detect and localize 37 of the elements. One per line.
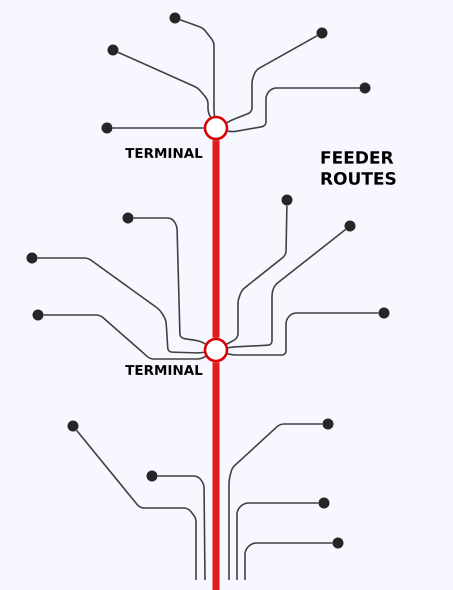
- feeder-line: [226, 206, 288, 345]
- feeder-line: [118, 52, 212, 118]
- stop-dot: [282, 194, 292, 206]
- terminal-label: TERMINAL: [125, 365, 202, 375]
- feeder-line: [226, 35, 318, 124]
- feeder-line: [134, 217, 206, 345]
- feeder-line: [44, 314, 206, 360]
- feeder-line: [244, 542, 332, 580]
- feeder-line: [227, 87, 360, 132]
- feeder-line: [76, 430, 197, 580]
- feeder-line: [180, 19, 216, 117]
- feeder-line: [158, 475, 206, 580]
- route-line: [212, 140, 220, 338]
- stop-dot: [102, 122, 112, 134]
- stop-dot: [146, 470, 158, 482]
- feeder-line: [112, 127, 204, 129]
- stop-dot: [68, 420, 78, 432]
- stop-dot: [378, 308, 390, 318]
- stop-dot: [26, 252, 38, 264]
- feeder-line: [227, 312, 378, 356]
- stop-dot: [332, 538, 344, 548]
- stop-dot: [318, 498, 330, 508]
- stop-dot: [360, 82, 370, 94]
- stop-dot: [32, 310, 44, 320]
- terminal-label: TERMINAL: [125, 148, 202, 158]
- feeder-line: [227, 228, 346, 349]
- stop-dot: [122, 212, 134, 224]
- feeder-line: [228, 423, 322, 580]
- route-line: [212, 362, 220, 590]
- stop-dot: [170, 12, 180, 24]
- feeder-line: [236, 502, 318, 580]
- feeder-line: [38, 257, 205, 354]
- stop-dot: [344, 220, 356, 232]
- stop-dot: [108, 44, 118, 56]
- heading: FEEDER ROUTES: [322, 151, 396, 185]
- stop-dot: [316, 28, 328, 38]
- stop-dot: [322, 418, 334, 430]
